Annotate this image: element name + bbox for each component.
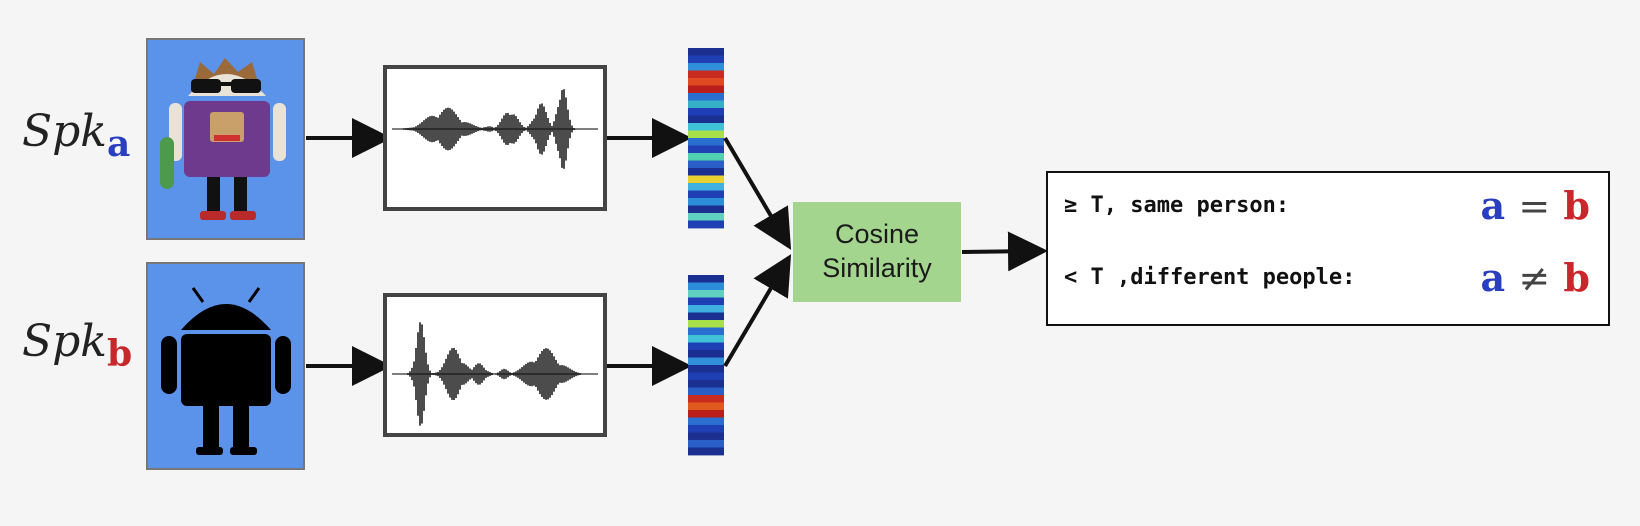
inequation-b-rhs: b: [1563, 255, 1590, 300]
arrow-cosine-to-result: [961, 231, 1048, 272]
embedding-cell: [688, 350, 724, 358]
waveform-b: [383, 293, 607, 437]
embedding-cell: [688, 447, 724, 456]
embedding-b: [688, 275, 724, 456]
embedding-cell: [688, 410, 724, 418]
different-people-equation: a ≠ b: [1480, 255, 1590, 300]
speaker-a-prefix: Spk: [22, 106, 107, 157]
embedding-cell: [688, 365, 724, 373]
embedding-cell: [688, 48, 724, 56]
cosine-similarity-label: Cosine Similarity: [793, 202, 961, 302]
embedding-a: [688, 48, 724, 229]
speaker-b-image: [146, 262, 305, 470]
embedding-cell: [688, 63, 724, 71]
embedding-cell: [688, 205, 724, 214]
embedding-cell: [688, 220, 724, 229]
embedding-cell: [688, 320, 724, 328]
embedding-cell: [688, 213, 724, 221]
embedding-cell: [688, 160, 724, 169]
embedding-cell: [688, 100, 724, 109]
speaker-a-subscript: a: [106, 123, 131, 165]
embedding-cell: [688, 372, 724, 381]
embedding-cell: [688, 395, 724, 403]
embedding-cell: [688, 380, 724, 388]
waveform-a: [383, 65, 607, 211]
cosine-label-line2: Similarity: [822, 253, 932, 283]
embedding-cell: [688, 190, 724, 199]
embedding-cell: [688, 432, 724, 441]
speaker-b-subscript: b: [106, 333, 133, 375]
speaker-a-image: [146, 38, 305, 240]
equation-a-lhs: a: [1480, 183, 1506, 228]
equals-sign: =: [1518, 184, 1551, 228]
embedding-cell: [688, 297, 724, 306]
embedding-cell: [688, 335, 724, 343]
embedding-cell: [688, 175, 724, 184]
cosine-similarity-box: [793, 202, 961, 302]
embedding-cell: [688, 387, 724, 396]
embedding-cell: [688, 153, 724, 161]
embedding-cell: [688, 440, 724, 448]
different-people-rule: < T ,different people:: [1064, 265, 1356, 290]
embedding-cell: [688, 312, 724, 321]
embedding-cell: [688, 115, 724, 124]
embedding-cell: [688, 183, 724, 191]
equation-b-rhs: b: [1563, 183, 1590, 228]
embedding-cell: [688, 327, 724, 336]
embedding-cell: [688, 417, 724, 426]
embedding-cell: [688, 342, 724, 351]
speaker-a-label: Spka: [22, 110, 130, 163]
arrow-embedding-a-to-cosine: [723, 136, 792, 250]
not-equal-sign: ≠: [1518, 256, 1551, 300]
cosine-label-line1: Cosine: [834, 219, 920, 250]
same-person-rule: ≥ T, same person:: [1064, 193, 1290, 218]
same-person-equation: a = b: [1480, 183, 1590, 228]
embedding-cell: [688, 93, 724, 101]
embedding-cell: [688, 275, 724, 283]
embedding-cell: [688, 138, 724, 146]
embedding-cell: [688, 130, 724, 139]
speaker-b-prefix: Spk: [22, 316, 107, 367]
embedding-cell: [688, 425, 724, 433]
embedding-cell: [688, 305, 724, 313]
embedding-cell: [688, 78, 724, 86]
decision-box: ≥ T, same person: a = b < T ,different p…: [1046, 171, 1610, 326]
embedding-cell: [688, 123, 724, 131]
embedding-cell: [688, 402, 724, 411]
embedding-cell: [688, 290, 724, 298]
embedding-cell: [688, 198, 724, 206]
embedding-cell: [688, 145, 724, 154]
embedding-cell: [688, 108, 724, 116]
embedding-cell: [688, 85, 724, 94]
speaker-b-label: Spkb: [22, 320, 132, 373]
embedding-cell: [688, 168, 724, 176]
arrow-embedding-b-to-cosine: [723, 254, 792, 368]
embedding-cell: [688, 55, 724, 64]
embedding-cell: [688, 70, 724, 79]
embedding-cell: [688, 282, 724, 291]
inequation-a-lhs: a: [1480, 255, 1506, 300]
embedding-cell: [688, 357, 724, 366]
